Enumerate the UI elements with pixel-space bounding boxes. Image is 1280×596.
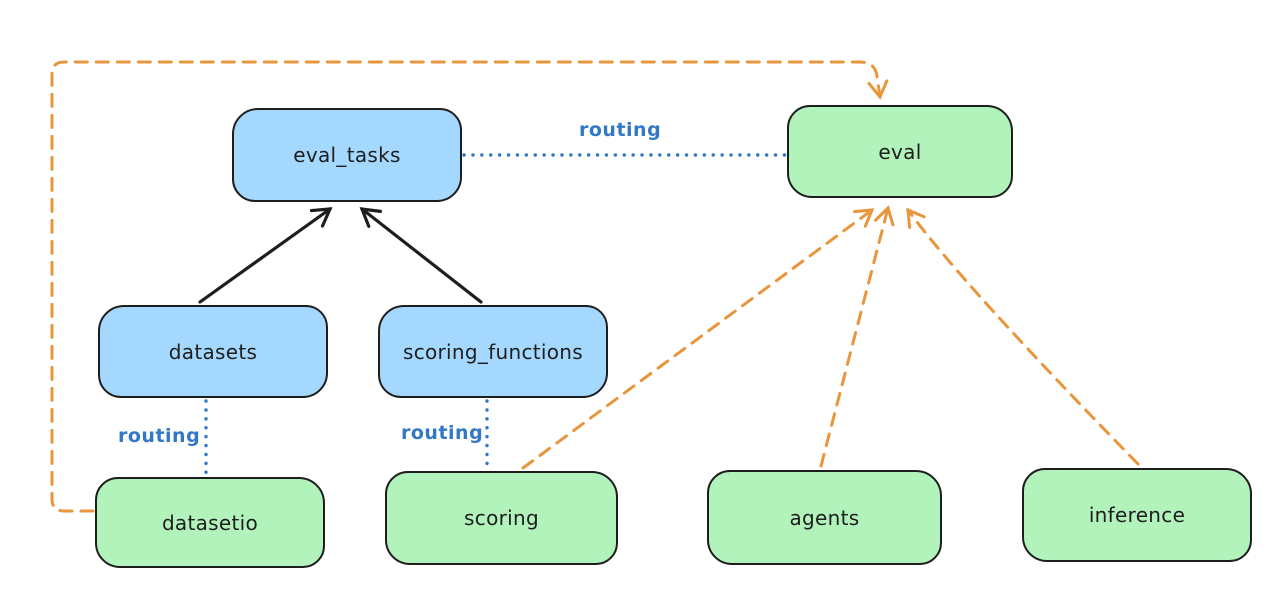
node-agents-label: agents: [789, 505, 860, 530]
node-scoring-functions: scoring_functions: [378, 305, 608, 398]
edge-inference-to-eval: [906, 207, 1140, 466]
node-datasetio: datasetio: [95, 477, 325, 568]
node-scoring-functions-label: scoring_functions: [402, 339, 584, 364]
node-datasets-label: datasets: [168, 339, 258, 364]
edge-agents-to-eval: [819, 205, 895, 468]
node-inference-label: inference: [1088, 503, 1186, 527]
edge-scoring-to-eval: [521, 208, 875, 470]
edge-label-routing-top: routing: [579, 119, 662, 141]
edge-datasets-to-eval-tasks: [198, 207, 333, 304]
node-scoring: scoring: [385, 471, 618, 565]
edge-scoring-functions-to-eval-tasks: [359, 207, 483, 304]
node-eval-tasks: eval_tasks: [232, 108, 462, 202]
node-eval-label: eval: [878, 139, 922, 164]
node-agents: agents: [707, 470, 942, 565]
node-datasetio-label: datasetio: [161, 510, 259, 535]
node-scoring-label: scoring: [464, 506, 539, 530]
edge-label-routing-mid: routing: [401, 422, 484, 444]
node-inference: inference: [1022, 468, 1252, 562]
edge-datasetio-to-eval: [50, 60, 889, 513]
edge-label-routing-left: routing: [118, 425, 201, 447]
node-eval-tasks-label: eval_tasks: [293, 143, 401, 167]
node-datasets: datasets: [98, 305, 328, 398]
node-eval: eval: [787, 105, 1013, 198]
